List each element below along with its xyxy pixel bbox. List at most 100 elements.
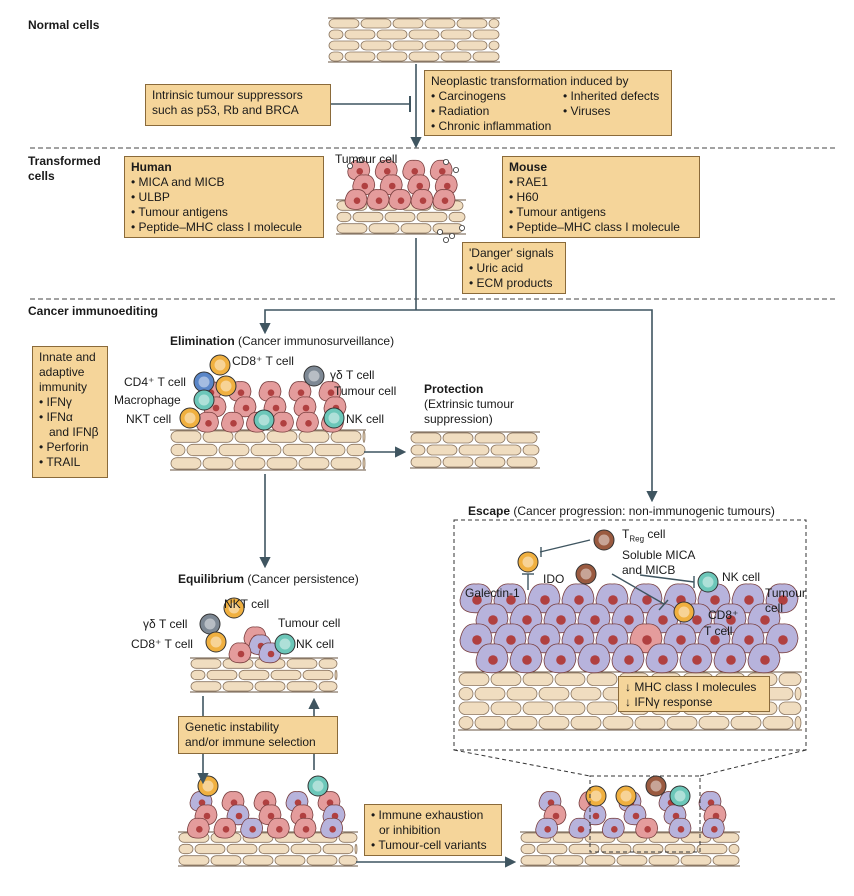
mhc-reduction-box: ↓ MHC class I molecules ↓ IFNγ response [618,676,770,712]
nk-cell-br-core [674,790,686,802]
danger-signal-dot [458,224,465,231]
tissue-cell [202,457,234,470]
section-normal-cells: Normal cells [28,18,100,32]
tissue-cell [210,855,242,866]
tissue-cell [552,855,584,866]
t-cell-bottom-core [202,780,214,792]
cell-nucleus [676,635,686,645]
cell-nucleus [237,389,245,396]
immune-exhaustion-box: • Immune exhaustion or inhibition • Tumo… [364,804,502,856]
tissue-cell [194,843,226,855]
cell-nucleus [760,655,770,665]
tissue-cell [538,687,570,701]
tissue-cell [178,855,210,866]
tissue-cell [474,716,506,730]
tissue-cell [458,444,490,456]
cell-nucleus [297,389,305,396]
danger-item: • ECM products [469,276,553,290]
cell-nucleus [726,615,736,625]
cell-nucleus [472,595,482,605]
cell-nucleus [658,615,668,625]
t-cell-br-1-core [590,790,602,802]
tissue-cell [338,832,358,843]
label-cd4-elim: CD4⁺ T cell [124,375,186,389]
cell-nucleus [624,655,634,665]
tissue-cell [302,669,334,681]
t-cell-esc-core [522,556,534,568]
tissue-cell [680,855,712,866]
treg-cell-2-core [580,568,592,580]
tissue-cell [616,855,648,866]
zoom-frame [589,775,701,853]
label-soluble-mica-1: Soluble MICA [622,548,696,562]
tissue-cell [522,672,554,686]
human-item: • Peptide–MHC class I molecule [131,220,302,234]
tumour-cluster-transformed [344,159,458,210]
cell-nucleus [212,404,220,412]
nkt-cell-eq [223,597,245,619]
tissue-cell [336,211,352,223]
tissue-cell [274,855,306,866]
macrophage-cell-core [198,394,210,406]
cell-nucleus [302,826,310,833]
tissue-cell [344,29,376,40]
nk-cell-elim-1-core [258,414,270,426]
cell-nucleus [299,812,307,820]
tumour-cluster-equilibrium [228,626,282,664]
label-galectin: Galectin-1 [465,586,520,600]
tissue-cell [384,211,416,223]
cd8-t-cell-esc [673,601,695,623]
cell-nucleus [262,799,270,806]
cell-nucleus [305,420,312,427]
tissue-cell [286,681,318,692]
tissue-cell [586,672,618,686]
innate-line: • Perforin [39,440,89,454]
cell-nucleus [692,655,702,665]
cell-nucleus [726,655,736,665]
treg-cell-2 [575,563,597,585]
tissue-cell [472,29,500,40]
section-transformed-cells-2: cells [28,169,55,183]
cell-nucleus [397,197,405,204]
tissue-cell [330,457,362,470]
tissue-cell [206,669,238,681]
tumour-cluster-bottom-left [186,791,346,839]
escape-heading: Escape (Cancer progression: non-immunoge… [468,504,775,519]
tissue-cell [178,843,194,855]
label-macrophage: Macrophage [114,393,181,407]
protection-title: Protection [424,382,484,396]
cd8-t-cell-eq [205,631,227,653]
cell-nucleus [522,655,532,665]
innate-line: • IFNγ [39,395,72,409]
cell-nucleus [230,420,237,427]
nkt-cell-elim-core [184,412,196,424]
tissue-cell [554,672,586,686]
label-tumour-elim: Tumour cell [334,384,397,398]
tissue-cell [522,701,554,715]
neoplastic-item: • Inherited defects [563,89,660,103]
neoplastic-item: • Carcinogens [431,89,506,103]
label-tumour-esc-1: Tumour [765,586,806,600]
mica-inhibit-line [611,573,665,605]
cell-nucleus [672,812,680,820]
label-tumour-esc-2: cell [765,601,784,615]
cd8-t-cell-elim [209,354,231,376]
mica-inhibit-bar [658,599,669,611]
tissue-cell [352,211,384,223]
tissue-cell [360,18,392,29]
cell-nucleus [744,635,754,645]
innate-line: Innate and [39,350,96,364]
mouse-title: Mouse [509,160,548,174]
tissue-cell [202,430,234,443]
tissue-cell [416,211,448,223]
tissue-cell [536,843,568,855]
arrow-to-escape [416,309,658,503]
danger-item: • Uric acid [469,261,524,275]
tissue-cell [410,456,442,468]
label-nk-elim: NK cell [346,412,385,426]
tissue-cell [410,432,442,444]
cell-nucleus [302,404,310,412]
tissue-cell [538,716,570,730]
tissue-cell [488,40,500,51]
danger-signal-dot [442,158,449,165]
